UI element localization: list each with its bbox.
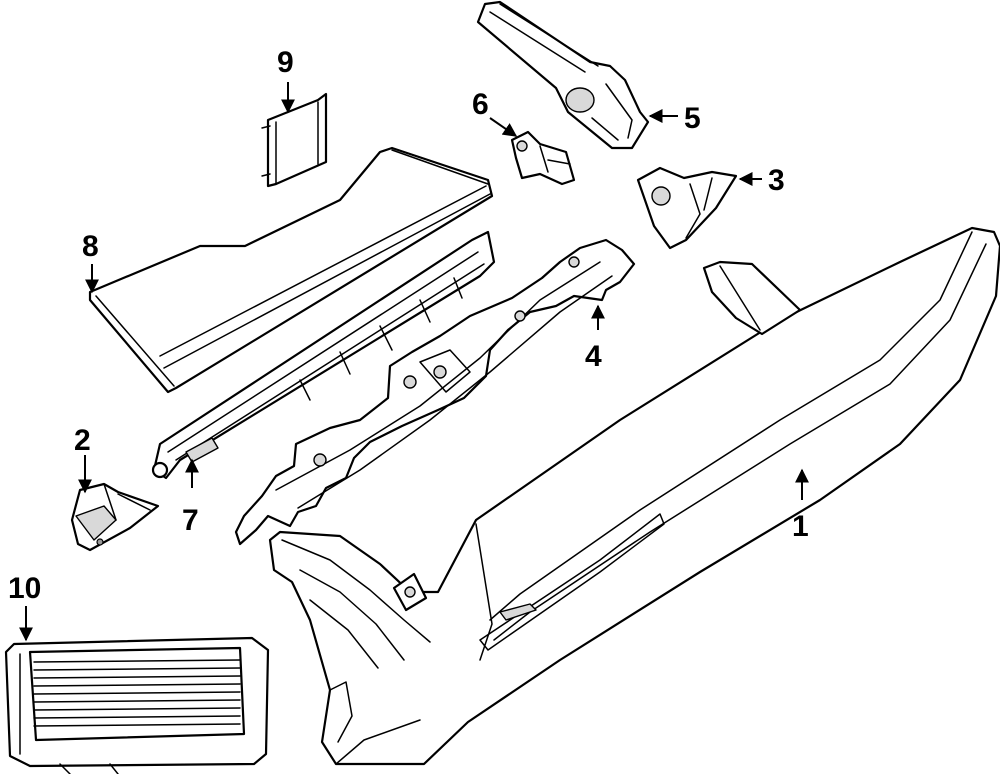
callout-8: 8: [82, 230, 99, 263]
part-2-latch: [70, 482, 160, 552]
callout-9: 9: [277, 46, 294, 79]
part-4-support-bracket: [234, 238, 636, 546]
part-10-air-filter: [4, 636, 270, 774]
callout-1: 1: [792, 510, 809, 543]
callout-labels: 1 2 3 4 5 6 7 8 9 10: [8, 46, 809, 605]
callout-2: 2: [74, 424, 91, 457]
part-9-filter-cover: [261, 92, 328, 188]
leader-lines: [19, 82, 809, 642]
callout-7: 7: [182, 504, 199, 537]
callout-3: 3: [768, 164, 785, 197]
part-3-corner-bracket: [636, 166, 738, 250]
part-8-tray-panel: [88, 146, 494, 394]
part-7-damper-rail: [151, 230, 496, 480]
part-5-hinge-rail: [476, 0, 650, 150]
part-6-small-bracket: [510, 130, 576, 186]
part-1-glove-box: [268, 226, 1000, 766]
callout-4: 4: [585, 340, 602, 373]
callout-10: 10: [8, 572, 41, 605]
callout-5: 5: [684, 102, 701, 135]
callout-6: 6: [472, 88, 489, 121]
leader-6: [489, 117, 518, 137]
